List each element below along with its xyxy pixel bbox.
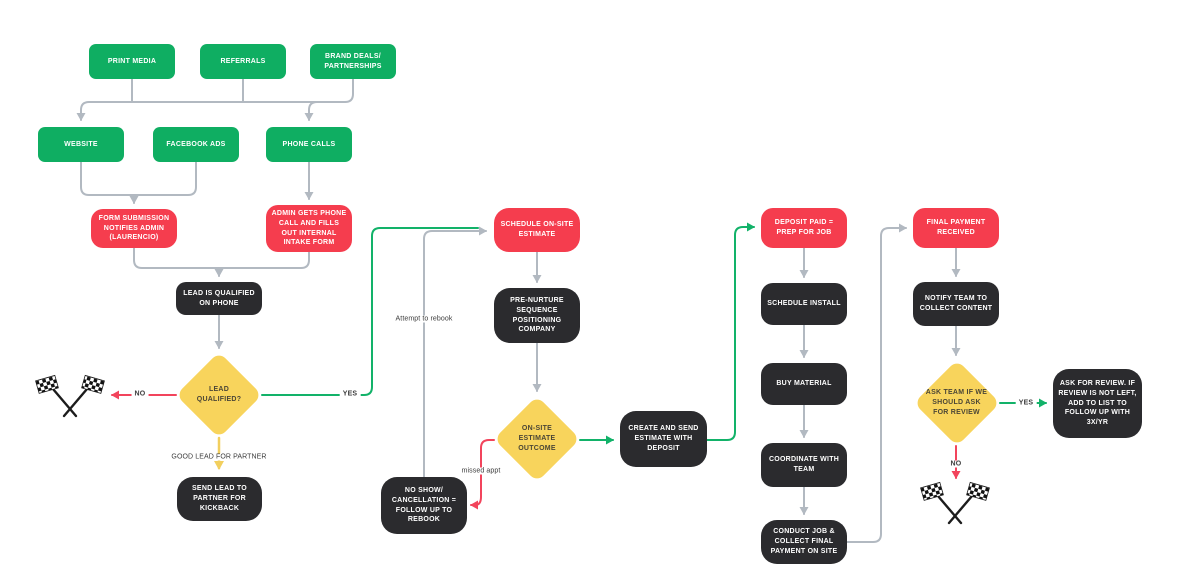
node-deposit-paid[interactable]: DEPOSIT PAID = PREP FOR JOB [761,208,847,248]
node-schedule-install[interactable]: SCHEDULE INSTALL [761,283,847,325]
node-label: CREATE AND SEND ESTIMATE WITH DEPOSIT [628,425,699,452]
node-lead-qualified-decision[interactable]: LEAD QUALIFIED? [175,351,263,439]
node-notify-team[interactable]: NOTIFY TEAM TO COLLECT CONTENT [913,282,999,326]
node-coordinate-team[interactable]: COORDINATE WITH TEAM [761,443,847,487]
edge-label-lead-yes[interactable]: YES [339,390,361,398]
node-label: ADMIN GETS PHONE CALL AND FILLS OUT INTE… [271,209,347,247]
node-label: SCHEDULE ON-SITE ESTIMATE [500,221,574,238]
node-website[interactable]: WEBSITE [38,127,124,162]
checkered-flags-icon[interactable] [919,481,991,525]
edge-bus-phone-calls[interactable] [304,101,318,121]
edge-label-review-no[interactable]: NO [947,460,965,468]
edge-lead-yes[interactable] [261,227,479,396]
node-no-show[interactable]: NO SHOW/ CANCELLATION = FOLLOW UP TO REB… [381,477,467,534]
node-label: WEBSITE [64,140,98,148]
node-label: CONDUCT JOB & COLLECT FINAL PAYMENT ON S… [770,528,838,555]
edge-form-merge[interactable] [133,247,220,269]
edge-label-good-lead[interactable]: GOOD LEAD FOR PARTNER [168,453,270,461]
node-label: REFERRALS [220,57,266,65]
node-ask-team-decision[interactable]: ASK TEAM IF WE SHOULD ASK FOR REVIEW [913,359,1000,447]
edge-facebook-merge[interactable] [133,161,197,196]
node-label: COORDINATE WITH TEAM [768,456,840,473]
node-label: FORM SUBMISSION NOTIFIES ADMIN (LAURENCI… [98,214,170,242]
node-print-media[interactable]: PRINT MEDIA [89,44,175,79]
node-label: NOTIFY TEAM TO COLLECT CONTENT [919,295,993,312]
node-pre-nurture[interactable]: PRE-NURTURE SEQUENCE POSITIONING COMPANY [494,288,580,343]
node-label: PHONE CALLS [282,140,336,148]
node-label: BRAND DEALS/ PARTNERSHIPS [324,52,382,70]
node-final-payment[interactable]: FINAL PAYMENT RECEIVED [913,208,999,248]
node-label: PRE-NURTURE SEQUENCE POSITIONING COMPANY [510,296,564,334]
node-label: SCHEDULE INSTALL [767,300,841,308]
edge-label-lead-no[interactable]: NO [131,390,149,398]
node-conduct-job[interactable]: CONDUCT JOB & COLLECT FINAL PAYMENT ON S… [761,520,847,564]
node-ask-for-review[interactable]: ASK FOR REVIEW. IF REVIEW IS NOT LEFT, A… [1053,369,1142,438]
node-label: ON-SITE ESTIMATE OUTCOME [518,424,556,453]
node-brand-deals[interactable]: BRAND DEALS/ PARTNERSHIPS [310,44,396,79]
node-facebook-ads[interactable]: FACEBOOK ADS [153,127,239,162]
node-label: ASK FOR REVIEW. IF REVIEW IS NOT LEFT, A… [1058,379,1137,427]
node-schedule-onsite[interactable]: SCHEDULE ON-SITE ESTIMATE [494,208,580,252]
edge-brand-deals-bus[interactable] [344,78,354,103]
node-label: DEPOSIT PAID = PREP FOR JOB [774,219,834,236]
edge-label-attempt-rebook[interactable]: Attempt to rebook [392,315,456,323]
node-onsite-outcome-decision[interactable]: ON-SITE ESTIMATE OUTCOME [493,395,581,483]
checkered-flags-icon[interactable] [34,374,106,418]
node-buy-material[interactable]: BUY MATERIAL [761,363,847,405]
edge-admin-merge[interactable] [218,251,310,269]
node-send-lead-partner[interactable]: SEND LEAD TO PARTNER FOR KICKBACK [177,477,262,521]
node-label: SEND LEAD TO PARTNER FOR KICKBACK [192,485,247,512]
node-phone-calls[interactable]: PHONE CALLS [266,127,352,162]
edge-website-merge[interactable] [80,161,135,196]
edge-attempt-rebook[interactable] [423,226,487,478]
edge-label-missed-appt[interactable]: missed appt [458,467,504,475]
node-label: LEAD QUALIFIED? [196,385,242,403]
node-label: ASK TEAM IF WE SHOULD ASK FOR REVIEW [925,388,988,417]
node-label: FACEBOOK ADS [166,140,226,148]
node-form-submission[interactable]: FORM SUBMISSION NOTIFIES ADMIN (LAURENCI… [91,209,177,248]
node-lead-qualified-on-phone[interactable]: LEAD IS QUALIFIED ON PHONE [176,282,262,315]
edge-bus-website[interactable] [76,101,346,121]
edge-create-deposit[interactable] [706,222,755,441]
edge-label-review-yes[interactable]: YES [1015,399,1037,407]
node-label: BUY MATERIAL [776,380,832,388]
node-label: LEAD IS QUALIFIED ON PHONE [183,289,255,307]
edge-conduct-final[interactable] [846,223,907,543]
node-label: NO SHOW/ CANCELLATION = FOLLOW UP TO REB… [391,486,457,524]
node-label: FINAL PAYMENT RECEIVED [926,219,986,236]
node-create-estimate[interactable]: CREATE AND SEND ESTIMATE WITH DEPOSIT [620,411,707,467]
node-referrals[interactable]: REFERRALS [200,44,286,79]
node-label: PRINT MEDIA [107,57,157,65]
node-admin-intake[interactable]: ADMIN GETS PHONE CALL AND FILLS OUT INTE… [266,205,352,252]
